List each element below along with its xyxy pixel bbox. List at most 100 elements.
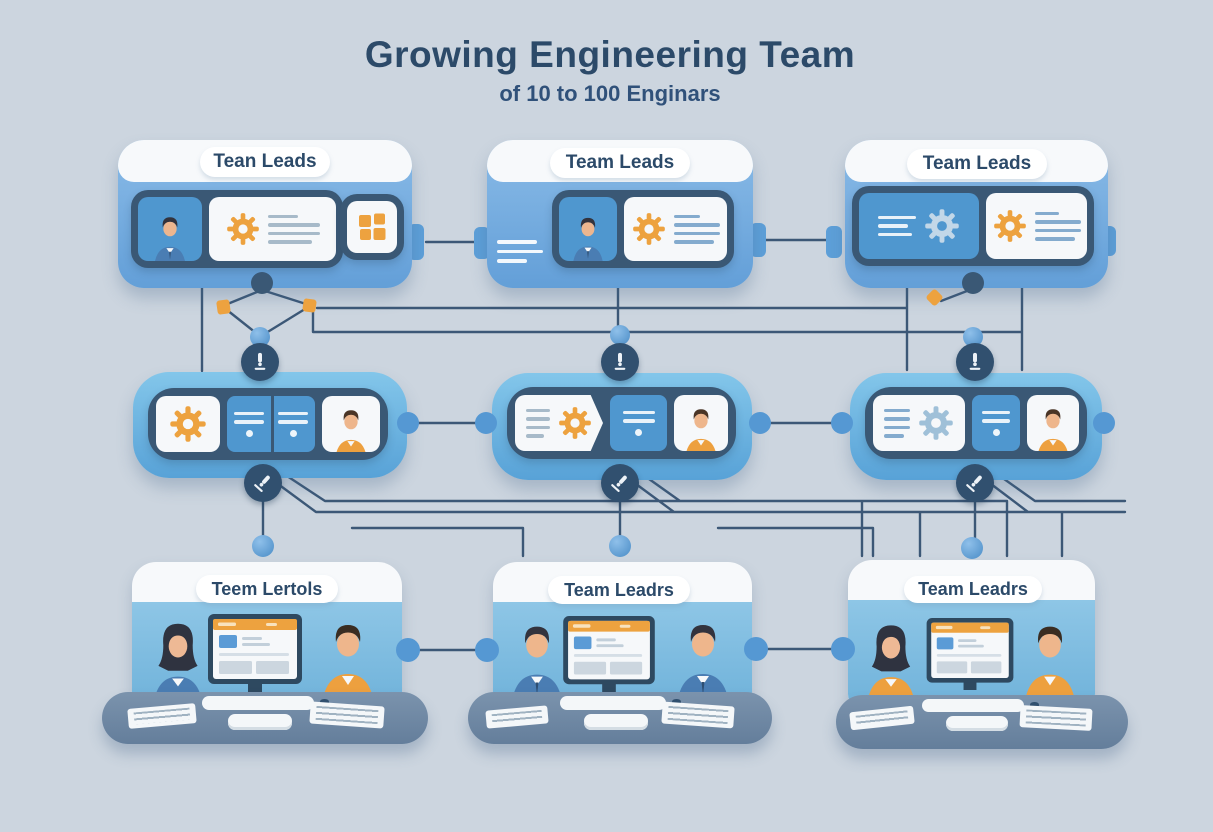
connector-stub [408, 224, 424, 260]
info-panel [209, 197, 336, 261]
casual-person-avatar [328, 400, 374, 452]
workflow-frame [865, 387, 1087, 459]
middle-card-3 [850, 373, 1102, 480]
connector-stub [826, 226, 842, 258]
gear-icon [226, 213, 259, 245]
connector-node-icon [749, 412, 771, 434]
keyboard-icon [946, 716, 1008, 731]
bottom-card-1: Teem Lertols [132, 562, 402, 708]
monitor-mat [202, 696, 314, 710]
gear-icon [925, 209, 959, 243]
gear-icon [632, 213, 665, 245]
connector-node-icon [396, 638, 420, 662]
workflow-frame [507, 387, 736, 459]
tool-badge-icon [956, 343, 994, 381]
tool-badge-icon [601, 464, 639, 502]
card-title-pill: Team Leadrs [904, 576, 1042, 603]
connector-node-icon [475, 412, 497, 434]
paper-icon [661, 701, 735, 729]
avatar-panel [322, 396, 380, 452]
grid-icon [359, 213, 386, 240]
info-panel [986, 193, 1087, 259]
connector-node-icon [609, 535, 631, 557]
card-title-pill: Team Leadrs [548, 576, 690, 604]
page-title: Growing Engineering Team [364, 34, 856, 75]
paper-icon [485, 705, 549, 729]
apps-panel [347, 201, 397, 253]
text-lines [526, 408, 550, 438]
casual-person-avatar [678, 399, 724, 451]
connector-node-icon [610, 325, 630, 345]
gear-panel [156, 396, 220, 452]
keyboard-icon [584, 714, 648, 730]
connector-node-icon [961, 537, 983, 559]
suit-person-avatar [563, 208, 613, 261]
gear-icon [170, 406, 206, 442]
paper-icon [849, 705, 915, 731]
status-panel [972, 395, 1020, 451]
desk [102, 692, 428, 744]
profile-frame [852, 186, 1094, 266]
page-subtitle: of 10 to 100 Enginars [499, 81, 721, 106]
casual-person-avatar [1030, 399, 1076, 451]
connector-node-icon [744, 637, 768, 661]
woman-avatar [860, 612, 922, 704]
info-panel [624, 197, 727, 261]
junction-node [962, 272, 984, 294]
paper-icon [1019, 705, 1093, 731]
tool-badge-icon [956, 464, 994, 502]
monitor-mat [560, 696, 666, 710]
monitor-icon [563, 616, 655, 692]
workflow-frame [148, 388, 388, 460]
suit-person-avatar [144, 207, 196, 261]
top-card-3: Team Leads [845, 140, 1108, 288]
keyboard-icon [228, 714, 292, 730]
title-block: Growing Engineering Team of 10 to 100 En… [300, 34, 920, 107]
tool-badge-icon [241, 343, 279, 381]
desk [468, 692, 772, 744]
connector-node-icon [475, 638, 499, 662]
card-title-pill: Tean Leads [200, 147, 330, 177]
orange-node [216, 299, 231, 315]
man-avatar [505, 610, 569, 704]
paper-icon [309, 701, 385, 729]
man-avatar [1018, 610, 1082, 704]
monitor-icon [926, 618, 1014, 690]
summary-panel [859, 193, 979, 259]
middle-card-1 [133, 372, 407, 478]
connector-stub [750, 223, 766, 257]
gear-icon [919, 406, 953, 440]
avatar-panel [559, 197, 617, 261]
avatar-panel [674, 395, 728, 451]
card-title-pill: Teem Lertols [196, 575, 338, 603]
paper-icon [127, 703, 197, 729]
status-panel [227, 396, 315, 452]
avatar-panel [1027, 395, 1079, 451]
avatar-panel [138, 197, 202, 261]
tool-badge-icon [244, 464, 282, 502]
gear-icon [559, 407, 591, 439]
monitor-icon [208, 614, 302, 692]
desk [836, 695, 1128, 749]
bottom-card-3: Team Leadrs [848, 560, 1095, 710]
text-lines [884, 408, 910, 438]
gear-icon [993, 210, 1026, 242]
middle-card-2 [492, 373, 752, 480]
connector-node-icon [397, 412, 419, 434]
connector-node-icon [963, 327, 983, 347]
top-card-2: Team Leads [487, 140, 753, 288]
top-card-1: Tean Leads [118, 140, 412, 288]
connector-node-icon [250, 327, 270, 347]
gear-panel [873, 395, 965, 451]
apps-frame [340, 194, 404, 260]
profile-frame [131, 190, 343, 268]
speed-lines [497, 240, 543, 263]
profile-frame [552, 190, 734, 268]
text-lines [1034, 211, 1081, 241]
junction-node [251, 272, 273, 294]
gear-panel [515, 395, 603, 451]
card-title-pill: Team Leads [907, 149, 1047, 179]
text-lines [878, 215, 916, 237]
